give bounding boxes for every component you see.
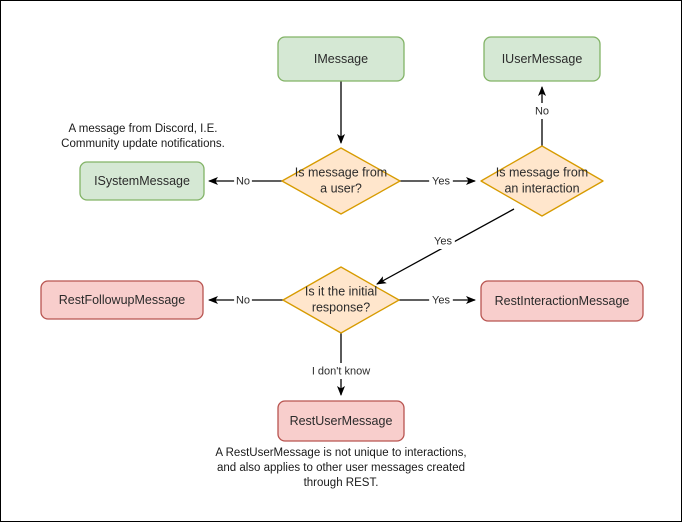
node-shape-rounded-rect — [483, 36, 601, 82]
node-is-initial-response[interactable]: Is it the initial response? — [282, 266, 400, 334]
edge-user-question-no-to-systemmessage: No — [208, 173, 282, 189]
edge-initial-response-yes-to-interactionmessage: Yes — [399, 292, 476, 308]
edge-initial-response-no-to-followupmessage: No — [208, 292, 283, 308]
node-restfollowupmessage[interactable]: RestFollowupMessage — [40, 280, 204, 320]
note-line: and also applies to other user messages … — [217, 462, 465, 474]
node-isystemmessage[interactable]: ISystemMessage — [79, 161, 205, 201]
edge-label: No — [236, 175, 250, 187]
edge-label-background — [431, 233, 455, 249]
edge-interaction-question-yes-to-initial-response: Yes — [376, 208, 515, 285]
node-label-line: Is message from — [496, 165, 588, 179]
node-shape-diamond — [282, 266, 400, 334]
node-iusermessage[interactable]: IUserMessage — [483, 36, 601, 82]
edge-label-background — [234, 292, 252, 308]
node-label-line: response? — [312, 300, 370, 314]
note-line: Community update notifications. — [61, 138, 225, 150]
edge-interaction-question-no-to-iusermessage: No — [533, 86, 551, 146]
node-restinteractionmessage[interactable]: RestInteractionMessage — [480, 280, 644, 322]
node-label: ISystemMessage — [94, 174, 190, 188]
note-usermessage-note: A RestUserMessage is not unique to inter… — [215, 447, 466, 489]
edge-label: Yes — [432, 294, 450, 306]
note-systemmessage-note: A message from Discord, I.E. Community up… — [61, 123, 225, 150]
node-label-line: an interaction — [504, 181, 579, 195]
node-label: RestUserMessage — [290, 414, 393, 428]
node-label: RestInteractionMessage — [495, 294, 630, 308]
node-shape-rounded-rect — [480, 280, 644, 322]
edge-label-background — [429, 292, 453, 308]
node-label: RestFollowupMessage — [59, 293, 185, 307]
node-shape-diamond — [480, 145, 604, 217]
notes-layer: A message from Discord, I.E. Community up… — [61, 123, 466, 489]
node-is-message-from-interaction[interactable]: Is message from an interaction — [480, 145, 604, 217]
node-restusermessage[interactable]: RestUserMessage — [277, 400, 405, 442]
node-shape-diamond — [281, 147, 401, 215]
node-label: IMessage — [314, 52, 368, 66]
edge-label-background — [533, 103, 551, 119]
edge-user-question-yes-to-interaction-question: Yes — [400, 173, 476, 189]
node-label-line: Is message from — [295, 165, 387, 179]
edge-label-background — [302, 363, 380, 379]
node-label: IUserMessage — [502, 52, 583, 66]
edge-label-background — [234, 173, 252, 189]
node-is-message-from-user[interactable]: Is message from a user? — [281, 147, 401, 215]
node-shape-rounded-rect — [277, 36, 405, 82]
note-line: A message from Discord, I.E. — [69, 123, 218, 135]
node-shape-rounded-rect — [40, 280, 204, 320]
edge-label: Yes — [434, 235, 452, 247]
node-label-line: a user? — [320, 181, 362, 195]
edge-label: Yes — [432, 175, 450, 187]
node-shape-rounded-rect — [277, 400, 405, 442]
note-line: through REST. — [304, 477, 379, 489]
node-imessage[interactable]: IMessage — [277, 36, 405, 82]
edge-label: I don't know — [312, 365, 370, 377]
edge-label: No — [535, 105, 549, 117]
note-line: A RestUserMessage is not unique to inter… — [215, 447, 466, 459]
edge-label: No — [236, 294, 250, 306]
edge-initial-response-unknown-to-usermessage: I don't know — [302, 333, 380, 396]
node-label-line: Is it the initial — [305, 284, 377, 298]
node-shape-rounded-rect — [79, 161, 205, 201]
edge-label-background — [429, 173, 453, 189]
